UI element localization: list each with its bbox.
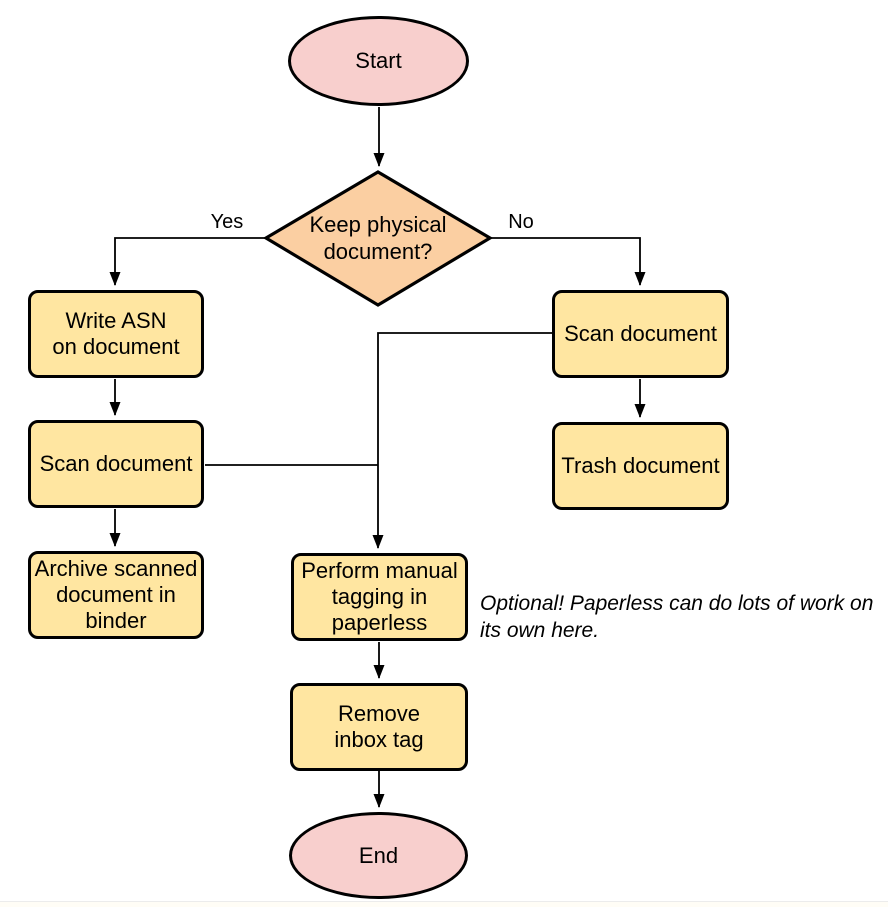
edge-label-yes: Yes	[210, 211, 244, 233]
decision-diamond-shape	[262, 170, 494, 307]
edge-decision-no-to-scan-right	[489, 237, 646, 286]
edge-label-no: No	[508, 211, 534, 233]
node-end: End	[289, 812, 468, 899]
node-trash-document: Trash document	[552, 422, 729, 510]
node-start: Start	[288, 16, 469, 106]
node-remove-inbox-tag: Remove inbox tag	[290, 683, 468, 771]
node-scan-document-left: Scan document	[28, 420, 204, 508]
node-archive-binder: Archive scanned document in binder	[28, 551, 204, 639]
edge-decision-yes-to-write-asn	[109, 237, 266, 286]
node-manual-tagging: Perform manual tagging in paperless	[291, 553, 468, 641]
edge-scan-right-to-tagging	[372, 332, 552, 549]
node-scan-document-right: Scan document	[552, 290, 729, 378]
annotation-optional-note: Optional! Paperless can do lots of work …	[480, 592, 874, 642]
node-decision-label: Keep physical document?	[309, 212, 447, 264]
node-write-asn: Write ASN on document	[28, 290, 204, 378]
page-bottom-edge	[0, 901, 888, 907]
